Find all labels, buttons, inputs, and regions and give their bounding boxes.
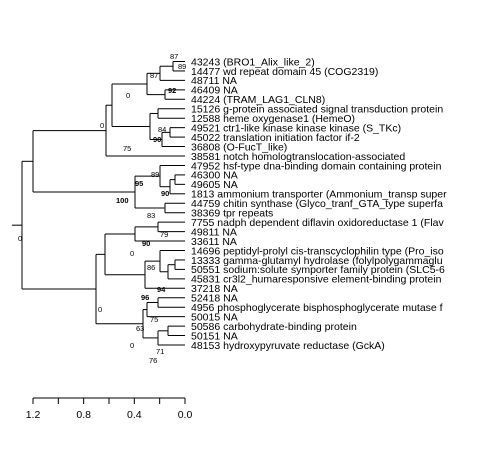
leaf-label: 44759 chitin synthase (Glyco_tranf_GTA_t…	[191, 198, 443, 210]
support-value: 94	[157, 285, 166, 294]
leaf-label: 14696 peptidyl-prolyl cis-transcyclophil…	[191, 245, 444, 257]
leaf-label: 47952 hsf-type dna-binding domain contai…	[191, 160, 442, 172]
leaf-label: 48711 NA	[191, 75, 237, 87]
leaf-label: 46409 NA	[191, 85, 238, 97]
support-value: 95	[135, 179, 143, 188]
leaf-label: 45831 cr3l2_humaresponsive element-bindi…	[191, 274, 442, 286]
leaf-label: 12588 heme oxygenase1 (HemeO)	[191, 113, 355, 125]
leaf-label: 1813 ammonium transporter (Ammonium_tran…	[191, 189, 447, 201]
leaf-label: 38581 notch homologtranslocation-associa…	[191, 151, 405, 163]
support-value: 76	[149, 356, 157, 365]
support-value: 0	[130, 341, 134, 350]
leaf-label: 45022 translation initiation factor if-2	[191, 132, 360, 144]
tree-leaf-labels: 43243 (BRO1_Alix_like_2)14477 wd repeat …	[191, 56, 447, 352]
leaf-label: 37218 NA	[191, 283, 238, 295]
leaf-label: 49521 ctr1-like kinase kinase kinase (S_…	[191, 122, 401, 134]
support-value: 71	[156, 347, 164, 356]
axis-tick-label: 1.2	[26, 409, 41, 421]
support-value: 79	[160, 230, 168, 239]
support-value: 0	[18, 234, 22, 243]
support-value: 87	[170, 52, 178, 61]
leaf-label: 50151 NA	[191, 330, 238, 342]
axis-tick-label: 0.0	[178, 409, 193, 421]
support-value: 89	[178, 62, 186, 71]
tree-branches	[12, 61, 185, 346]
leaf-label: 4956 phosphoglycerate bisphosphoglycerat…	[191, 302, 443, 314]
support-value: 90	[153, 135, 161, 144]
support-value: 84	[158, 125, 166, 134]
support-value: 96	[141, 293, 149, 302]
leaf-label: 33611 NA	[191, 236, 237, 248]
leaf-label: 48153 hydroxypyruvate reductase (GckA)	[191, 340, 385, 352]
support-value: 89	[151, 170, 159, 179]
leaf-label: 38369 tpr repeats	[191, 208, 273, 220]
leaf-label: 13333 gamma-glutamyl hydrolase (folylpol…	[191, 255, 443, 267]
support-value: 75	[123, 144, 131, 153]
support-value: 100	[116, 196, 129, 205]
support-value: 92	[168, 86, 176, 95]
leaf-label: 49605 NA	[191, 179, 238, 191]
support-value: 0	[130, 249, 134, 258]
leaf-label: 7755 nadph dependent diflavin oxidoreduc…	[191, 217, 445, 229]
leaf-label: 43243 (BRO1_Alix_like_2)	[191, 56, 315, 68]
support-value: 86	[147, 263, 155, 272]
leaf-label: 36808 (O-FucT_like)	[191, 141, 287, 153]
leaf-label: 49811 NA	[191, 226, 237, 238]
support-value: 0	[126, 91, 130, 100]
leaf-label: 50551 sodium:solute symporter family pro…	[191, 264, 445, 276]
leaf-label: 44224 (TRAM_LAG1_CLN8)	[191, 94, 325, 106]
leaf-label: 50015 NA	[191, 311, 238, 323]
support-value: 0	[100, 121, 104, 130]
support-value: 75	[150, 315, 158, 324]
distance-axis: 1.2 0.8 0.4 0.0	[26, 397, 193, 421]
leaf-label: 50586 carbohydrate-binding protein	[191, 321, 357, 333]
support-value: 87	[150, 71, 158, 80]
leaf-label: 15126 g-protein associated signal transd…	[191, 104, 443, 116]
support-value: 90	[161, 189, 169, 198]
leaf-label: 52418 NA	[191, 293, 238, 305]
leaf-label: 46300 NA	[191, 170, 238, 182]
support-value: 90	[142, 239, 150, 248]
leaf-label: 14477 wd repeat domain 45 (COG2319)	[191, 66, 378, 78]
support-value: 83	[147, 211, 155, 220]
support-value: 0	[98, 305, 102, 314]
support-value: 63	[136, 324, 144, 333]
axis-tick-label: 0.8	[76, 409, 91, 421]
axis-tick-label: 0.4	[127, 409, 142, 421]
